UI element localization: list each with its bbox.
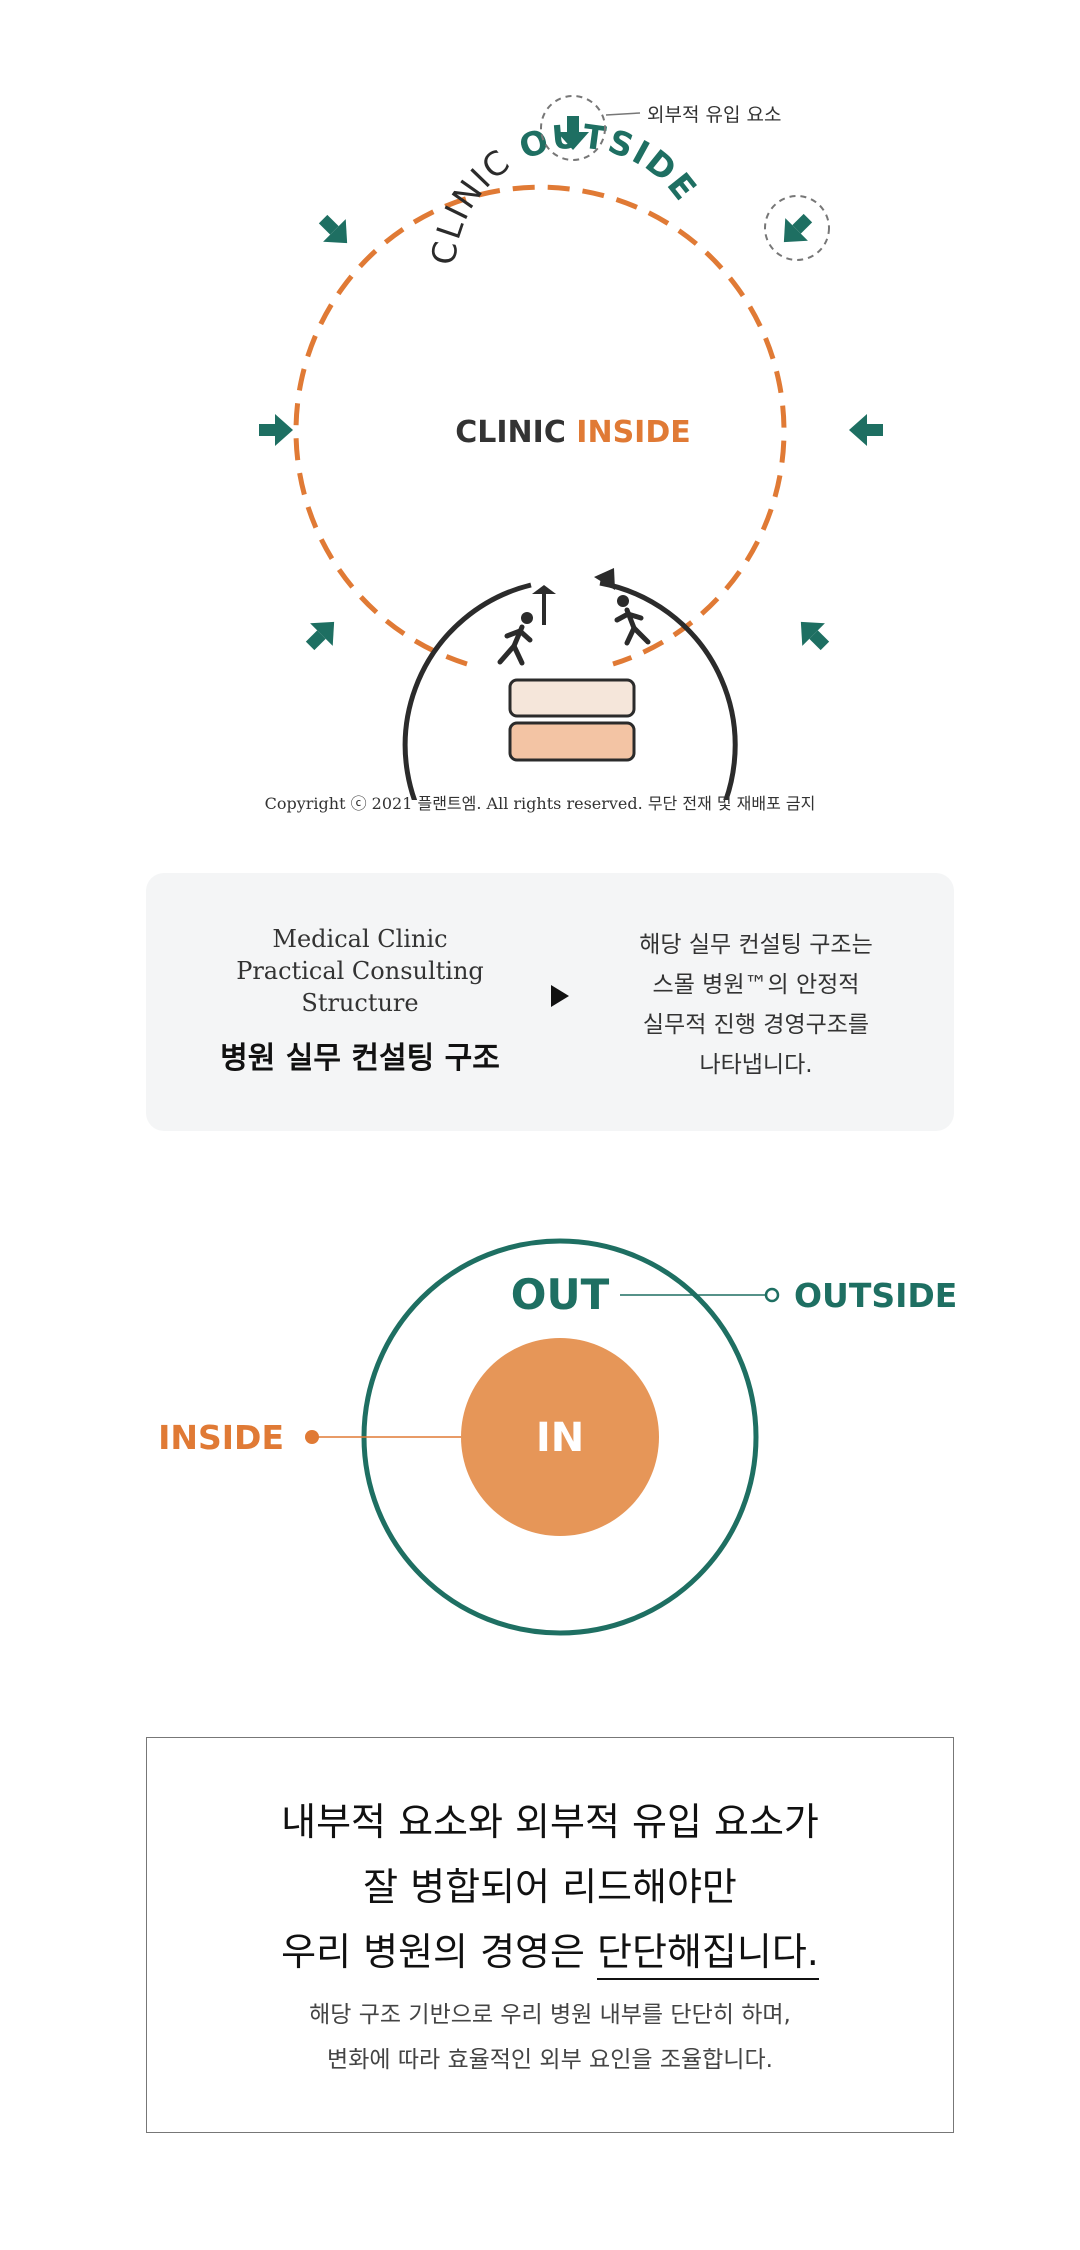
outside-pointer-dot [764, 1287, 780, 1303]
subtext-line: 해당 구조 기반으로 우리 병원 내부를 단단히 하며, [309, 2002, 791, 2028]
korean-title: 병원 실무 컨설팅 구조 [220, 1041, 500, 1076]
walking-person-icon [497, 612, 533, 666]
description-line: 실무적 진행 경영구조를 [642, 1012, 870, 1038]
subtext-line: 변화에 따라 효율적인 외부 요인을 조율합니다. [327, 2047, 773, 2073]
heading-line: 잘 병합되어 리드해야만 [363, 1865, 737, 1909]
heading-line: 내부적 요소와 외부적 유입 요소가 [281, 1800, 819, 1844]
copyright-notice: Copyright ⓒ 2021 플랜트엠. All rights reserv… [264, 794, 816, 813]
foundation-block-top [508, 678, 636, 718]
consulting-structure-card: Medical Clinic Practical Consulting Stru… [146, 873, 954, 1131]
arrow-icon [259, 414, 293, 446]
english-title-line: Practical Consulting [236, 957, 484, 985]
arrow-icon [849, 414, 883, 446]
english-title-line: Structure [301, 989, 419, 1017]
play-arrow-icon [551, 985, 569, 1007]
in-label: IN [536, 1415, 584, 1461]
structure-title-block: Medical Clinic Practical Consulting Stru… [180, 923, 540, 1077]
description-line: 스몰 병원™의 안정적 [652, 972, 860, 998]
inside-ring-start-arrowhead [532, 585, 556, 594]
walking-person-icon [614, 595, 651, 646]
structure-description: 해당 실무 컨설팅 구조는 스몰 병원™의 안정적 실무적 진행 경영구조를 나… [586, 925, 926, 1085]
outside-callout-label: OUTSIDE [794, 1276, 957, 1315]
heading-line-text: 우리 병원의 경영은 [281, 1930, 598, 1974]
clinic-structure-diagram: CLINIC OUTSIDE CLINIC INSIDE 외부적 유입 요소 [259, 95, 883, 800]
key-message-box: 내부적 요소와 외부적 유입 요소가 잘 병합되어 리드해야만 우리 병원의 경… [146, 1737, 954, 2133]
arrow-icon [311, 207, 359, 255]
key-message-subtext: 해당 구조 기반으로 우리 병원 내부를 단단히 하며, 변화에 따라 효율적인… [147, 1993, 953, 2083]
english-title-line: Medical Clinic [272, 925, 448, 953]
inside-pointer-dot [305, 1430, 319, 1444]
heading-line: 우리 병원의 경영은 단단해집니다. [147, 1920, 953, 1985]
clinic-inside-label: CLINIC INSIDE [455, 415, 690, 450]
key-message-heading: 내부적 요소와 외부적 유입 요소가 잘 병합되어 리드해야만 우리 병원의 경… [147, 1790, 953, 1985]
inflow-marker-circle [540, 95, 606, 161]
description-line: 해당 실무 컨설팅 구조는 [639, 932, 873, 958]
foundation-block-bottom [508, 721, 636, 762]
underlined-emphasis: 단단해집니다. [597, 1930, 819, 1980]
inside-ring-arrowhead [594, 568, 615, 590]
outside-dashed-ring [293, 184, 787, 667]
out-label: OUT [511, 1270, 610, 1319]
inflow-label: 외부적 유입 요소 [647, 104, 781, 126]
arrow-icon [772, 206, 820, 254]
description-line: 나타냅니다. [699, 1052, 813, 1078]
arrow-icon [789, 610, 837, 658]
inside-ring [402, 580, 738, 800]
inflow-marker-circle-right [764, 195, 830, 261]
arrow-icon [298, 610, 346, 658]
inside-circle [461, 1338, 659, 1536]
in-out-diagram: IN OUT OUTSIDE INSIDE [158, 1238, 957, 1636]
inside-callout-label: INSIDE [158, 1418, 284, 1457]
